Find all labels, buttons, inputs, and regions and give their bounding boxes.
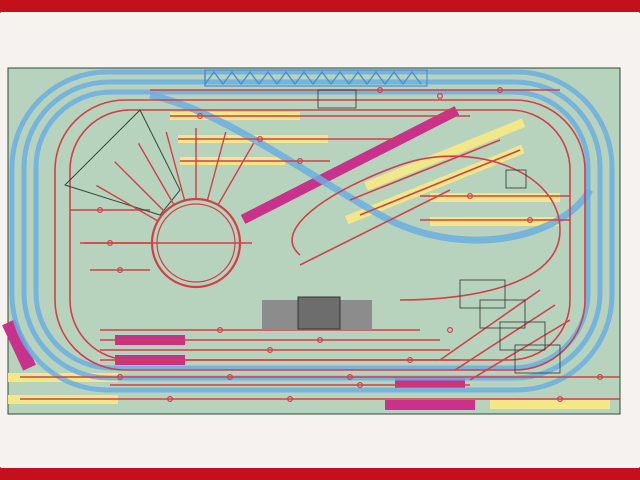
ladder-track — [359, 149, 521, 216]
turnout-marker — [167, 396, 174, 403]
turnout-marker — [96, 207, 103, 214]
turnout-marker — [556, 396, 563, 403]
small-building-top — [317, 89, 357, 109]
blue-loop-track-1 — [9, 69, 615, 393]
roundhouse-stall-track — [137, 143, 175, 206]
turnout-marker — [317, 337, 324, 344]
roundhouse-stall-track — [217, 143, 255, 206]
red-figure-eight — [291, 155, 561, 301]
roundhouse-stall-track — [165, 131, 186, 201]
ladder-track — [454, 304, 556, 371]
roundhouse-outline — [64, 109, 181, 216]
turnout-marker — [437, 92, 444, 99]
roundhouse — [64, 109, 255, 222]
outer-blue-loop — [9, 69, 615, 393]
engine-shed-1 — [459, 279, 506, 309]
ladder-track — [349, 139, 501, 201]
turnout-marker — [357, 382, 364, 389]
siding-yellow-right-1 — [430, 193, 560, 202]
turnout-marker — [297, 158, 304, 165]
turnout-marker — [377, 86, 384, 93]
siding-magenta-diagonal — [240, 106, 460, 224]
structures — [262, 89, 561, 374]
engine-shed-4 — [514, 344, 561, 374]
ladder-track — [299, 189, 451, 266]
turnout-marker — [287, 396, 294, 403]
siding-yellow-right-2 — [430, 217, 560, 226]
engine-shed-3 — [499, 321, 546, 351]
turnout-marker — [116, 267, 123, 274]
turntable — [84, 197, 252, 289]
bridge-truss-zigzag — [204, 70, 422, 87]
baseboard — [7, 67, 621, 415]
turnout-marker — [596, 374, 603, 381]
siding-yellow-bottom-right — [490, 400, 610, 409]
blue-figure-eight — [149, 91, 593, 244]
roundhouse-stall-track — [114, 161, 166, 213]
siding-yellow-diagonal-1 — [364, 118, 526, 191]
roundhouse-stall-track — [96, 184, 159, 222]
turnout-marker — [116, 374, 123, 381]
siding-magenta-bottom-2 — [385, 400, 475, 410]
turnout-marker — [217, 327, 224, 334]
turnout-marker — [257, 136, 264, 143]
blue-loop-track-2 — [21, 79, 603, 381]
bridge-truss — [204, 69, 428, 87]
station-yard — [20, 86, 620, 403]
red-loop-inner — [69, 109, 571, 361]
turnout-marker — [267, 347, 274, 354]
siding-magenta-bottom-1 — [395, 378, 465, 388]
turnout-marker — [197, 112, 204, 119]
turnout-marker — [497, 86, 504, 93]
siding-magenta-corner — [2, 319, 36, 371]
turnout-marker — [347, 374, 354, 381]
turnout-marker — [447, 327, 454, 334]
turnout-marker — [467, 193, 474, 200]
ladder-track — [439, 289, 541, 361]
engine-shed-2 — [479, 299, 526, 329]
small-building-right — [505, 169, 527, 189]
blue-loop-track-3 — [33, 89, 591, 371]
turnout-marker — [407, 357, 414, 364]
turnout-marker — [526, 217, 533, 224]
bridge-truss-frame — [204, 69, 428, 87]
roundhouse-stall-track — [206, 131, 227, 201]
turnout-marker — [227, 374, 234, 381]
station-building — [297, 296, 341, 330]
